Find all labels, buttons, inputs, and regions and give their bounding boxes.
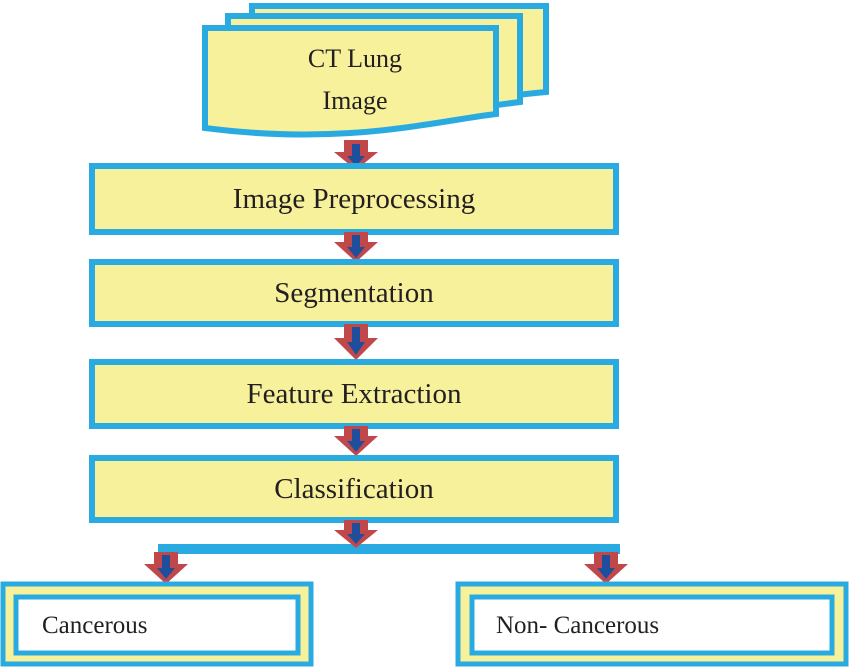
input-document-stack bbox=[202, 3, 549, 138]
input-label-line2: Image bbox=[322, 86, 388, 115]
arrow-down-icon bbox=[584, 552, 628, 584]
step-label-segmentation: Segmentation bbox=[274, 276, 434, 309]
step-box-feature-extraction bbox=[89, 359, 619, 429]
output-box-cancerous bbox=[0, 581, 314, 667]
step-label-preprocessing: Image Preprocessing bbox=[232, 182, 476, 215]
arrow-down-icon bbox=[334, 140, 378, 170]
step-box-preprocessing bbox=[89, 163, 619, 235]
split-connector-bar bbox=[158, 544, 620, 554]
step-label-feature-extraction: Feature Extraction bbox=[246, 377, 462, 410]
arrow-down-icon bbox=[144, 552, 188, 584]
output-label-non-cancerous: Non- Cancerous bbox=[496, 612, 660, 639]
arrow-down-icon bbox=[334, 232, 378, 262]
output-label-cancerous: Cancerous bbox=[42, 612, 148, 639]
step-label-classification: Classification bbox=[274, 472, 434, 505]
document-front bbox=[202, 25, 499, 138]
input-label-line1: CT Lung bbox=[307, 44, 403, 73]
arrow-down-icon bbox=[334, 520, 378, 548]
step-box-classification bbox=[89, 455, 619, 523]
output-box-non-cancerous bbox=[455, 581, 849, 667]
arrow-down-icon bbox=[334, 426, 378, 456]
arrow-down-icon bbox=[334, 324, 378, 360]
